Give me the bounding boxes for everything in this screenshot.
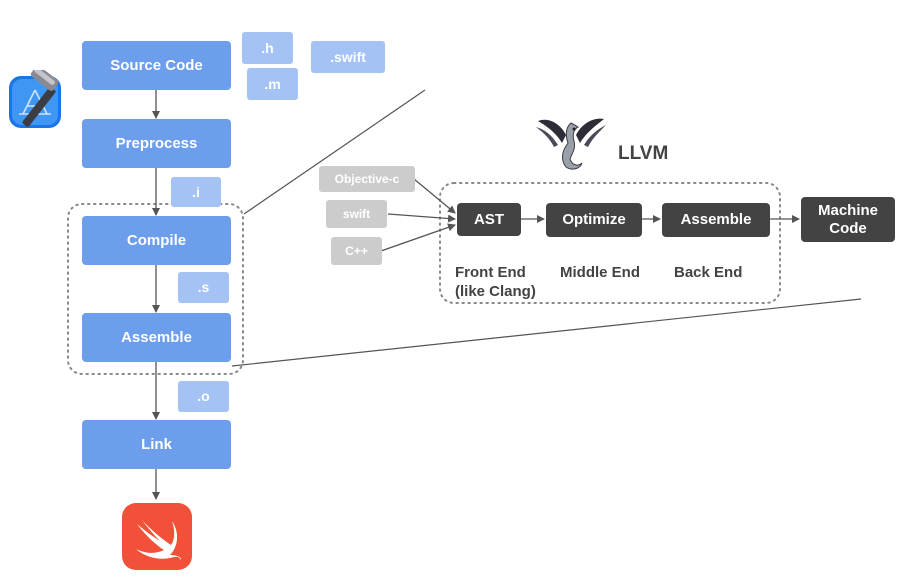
machine-code-output: Machine Code xyxy=(801,197,895,242)
input-cpp: C++ xyxy=(331,237,382,265)
arrow-swift-ast xyxy=(387,213,456,223)
llvm-title: LLVM xyxy=(618,143,669,164)
optimize-stage: Optimize xyxy=(546,203,642,237)
arrow-cpp-ast xyxy=(380,223,456,252)
back-end-label: Back End xyxy=(674,264,743,281)
input-objective-c: Objective-c xyxy=(319,166,415,192)
compile-stage: Compile xyxy=(82,216,231,265)
preprocess-stage: Preprocess xyxy=(82,119,231,168)
source-code-stage: Source Code xyxy=(82,41,231,90)
middle-end-label: Middle End xyxy=(560,264,640,281)
file-m: .m xyxy=(247,68,298,100)
zoom-line-top xyxy=(243,89,426,215)
file-h: .h xyxy=(242,32,293,64)
xcode-icon xyxy=(7,65,65,132)
llvm-assemble-stage: Assemble xyxy=(662,203,770,237)
llvm-dragon-icon xyxy=(532,113,610,175)
file-i: .i xyxy=(171,177,221,207)
front-end-label: Front End (like Clang) xyxy=(455,264,536,300)
llvm-group-outline xyxy=(439,182,781,304)
link-stage: Link xyxy=(82,420,231,469)
ast-stage: AST xyxy=(457,203,521,236)
arrow-objc-ast xyxy=(413,178,456,214)
file-s: .s xyxy=(178,272,229,303)
assemble-stage: Assemble xyxy=(82,313,231,362)
swift-logo-icon xyxy=(122,503,192,570)
zoom-line-bottom xyxy=(231,298,862,367)
file-o: .o xyxy=(178,381,229,412)
file-swift: .swift xyxy=(311,41,385,73)
input-swift: swift xyxy=(326,200,387,228)
